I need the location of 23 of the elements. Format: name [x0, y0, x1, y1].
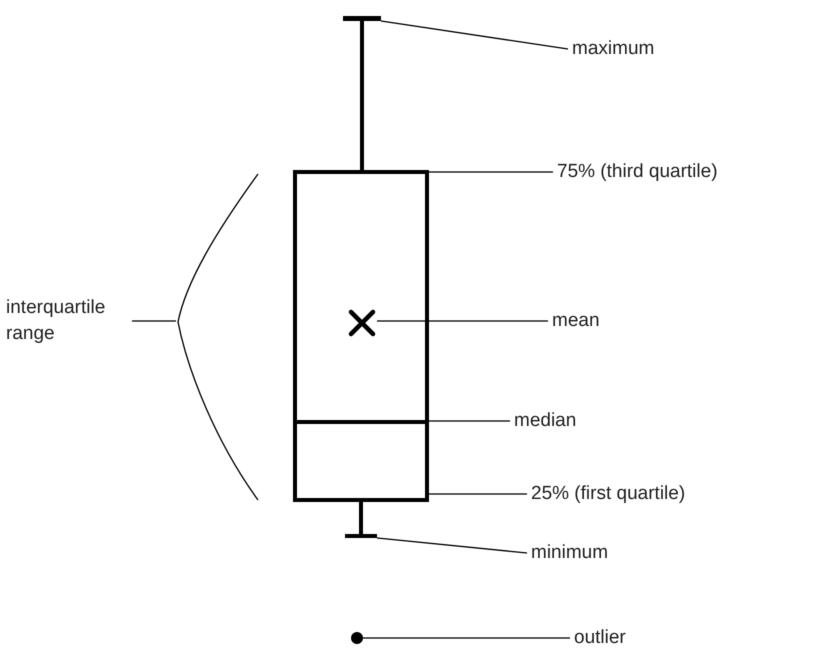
leader-line	[363, 637, 570, 639]
whisker-bar	[297, 420, 425, 424]
leader-line	[380, 20, 568, 50]
box-rectangle	[293, 170, 429, 502]
curly-bracket	[176, 172, 260, 502]
leader-line	[377, 320, 548, 322]
label-text: minimum	[531, 541, 610, 565]
mean-cross-marker	[347, 308, 377, 338]
whisker-line	[360, 21, 364, 170]
whisker-line	[359, 502, 363, 534]
whisker-bar	[345, 534, 377, 538]
label-text: 25% (first quartile)	[531, 482, 686, 506]
label-text: outlier	[574, 626, 627, 650]
leader-line	[429, 171, 553, 173]
label-text: median	[514, 409, 578, 433]
whisker-bar	[343, 16, 381, 21]
label-text: mean	[552, 309, 601, 333]
label-text: interquartile range	[6, 296, 106, 346]
leader-line	[429, 493, 527, 495]
label-text: maximum	[572, 37, 656, 61]
label-text: 75% (third quartile)	[557, 160, 719, 184]
leader-line	[132, 320, 176, 322]
leader-line	[376, 537, 528, 554]
